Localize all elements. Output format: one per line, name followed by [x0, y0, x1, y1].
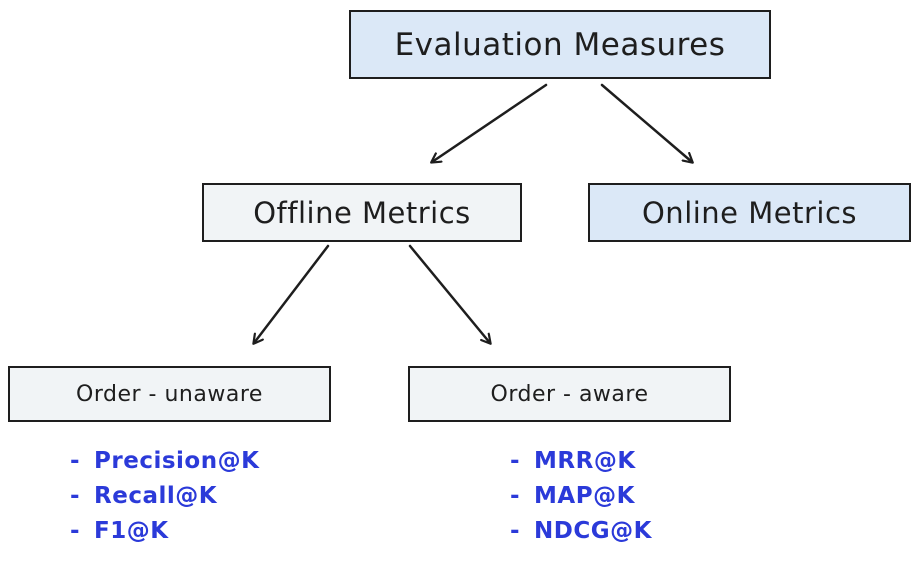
metric-label: Precision@K: [94, 448, 260, 474]
online-metrics-label: Online Metrics: [641, 195, 858, 230]
metric-item-f1: -F1@K: [70, 514, 259, 549]
order-unaware-metric-list: -Precision@K -Recall@K -F1@K: [70, 444, 259, 549]
metric-label: F1@K: [94, 518, 169, 544]
metric-label: MRR@K: [534, 448, 636, 474]
list-dash: -: [70, 518, 81, 544]
metric-label: NDCG@K: [534, 518, 652, 544]
order-unaware-node: Order - unaware: [8, 366, 331, 422]
list-dash: -: [510, 448, 521, 474]
offline-metrics-node: Offline Metrics: [202, 183, 522, 242]
arrow-offline-to-aware: [408, 244, 490, 343]
order-aware-metric-list: -MRR@K -MAP@K -NDCG@K: [510, 444, 652, 549]
online-metrics-node: Online Metrics: [588, 183, 911, 242]
list-dash: -: [510, 518, 521, 544]
list-dash: -: [510, 483, 521, 509]
list-dash: -: [70, 448, 81, 474]
arrow-root-to-offline: [432, 83, 548, 162]
metric-label: MAP@K: [534, 483, 635, 509]
metric-item-precision: -Precision@K: [70, 444, 259, 479]
metric-label: Recall@K: [94, 483, 218, 509]
metric-item-recall: -Recall@K: [70, 479, 259, 514]
evaluation-measures-label: Evaluation Measures: [394, 26, 726, 63]
evaluation-measures-node: Evaluation Measures: [349, 10, 771, 79]
arrow-root-to-online: [600, 83, 692, 162]
order-unaware-label: Order - unaware: [76, 381, 263, 407]
metric-item-mrr: -MRR@K: [510, 444, 652, 479]
arrow-offline-to-unaware: [254, 244, 330, 343]
list-dash: -: [70, 483, 81, 509]
metric-item-ndcg: -NDCG@K: [510, 514, 652, 549]
order-aware-label: Order - aware: [490, 381, 649, 407]
offline-metrics-label: Offline Metrics: [253, 195, 471, 230]
order-aware-node: Order - aware: [408, 366, 731, 422]
metric-item-map: -MAP@K: [510, 479, 652, 514]
